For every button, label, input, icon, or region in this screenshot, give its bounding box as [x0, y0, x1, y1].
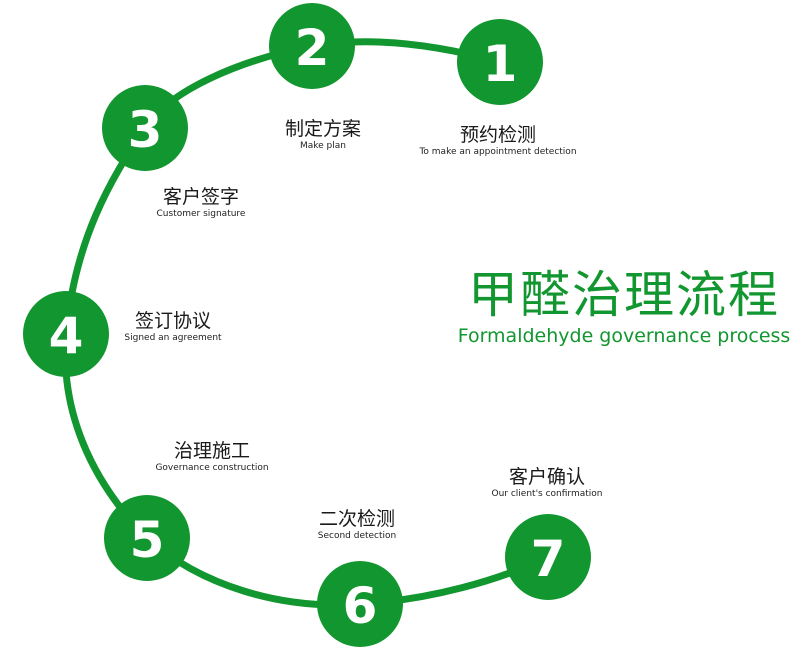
step-node-6: 6	[317, 561, 403, 647]
step-number: 7	[531, 530, 566, 588]
step-node-1: 1	[457, 19, 543, 105]
step-label-7: 客户确认 Our client's confirmation	[472, 466, 622, 500]
step-number: 4	[49, 307, 84, 365]
step-title-cn: 客户确认	[508, 466, 585, 488]
step-number: 6	[343, 577, 378, 635]
title-en: Formaldehyde governance process	[457, 325, 791, 347]
step-title-en: To make an appointment detection	[419, 147, 577, 157]
title-cn: 甲醛治理流程	[468, 266, 780, 324]
step-title-cn: 客户签字	[162, 186, 239, 208]
step-title-en: Signed an agreement	[124, 333, 222, 343]
step-label-3: 客户签字 Customer signature	[126, 186, 276, 220]
step-label-1: 预约检测 To make an appointment detection	[398, 124, 598, 158]
step-title-en: Customer signature	[156, 209, 246, 219]
page-title: 甲醛治理流程 Formaldehyde governance process	[446, 266, 802, 348]
step-node-2: 2	[269, 3, 355, 89]
step-label-4: 签订协议 Signed an agreement	[98, 310, 248, 344]
step-number: 2	[295, 19, 330, 77]
step-number: 1	[483, 35, 518, 93]
step-node-5: 5	[104, 495, 190, 581]
step-title-en: Second detection	[317, 531, 397, 541]
step-title-cn: 签订协议	[134, 310, 211, 332]
step-title-en: Make plan	[299, 141, 346, 151]
step-label-2: 制定方案 Make plan	[248, 118, 398, 152]
step-label-6: 二次检测 Second detection	[282, 508, 432, 542]
step-label-5: 治理施工 Governance construction	[137, 440, 287, 474]
step-number: 3	[128, 101, 163, 159]
step-title-en: Our client's confirmation	[491, 489, 603, 499]
step-title-cn: 制定方案	[284, 118, 361, 140]
step-title-cn: 预约检测	[459, 124, 536, 146]
step-node-4: 4	[23, 291, 109, 377]
step-node-3: 3	[102, 85, 188, 171]
step-title-cn: 治理施工	[173, 440, 250, 462]
step-node-7: 7	[505, 514, 591, 600]
step-number: 5	[130, 511, 165, 569]
step-title-en: Governance construction	[155, 463, 269, 473]
step-title-cn: 二次检测	[318, 508, 395, 530]
